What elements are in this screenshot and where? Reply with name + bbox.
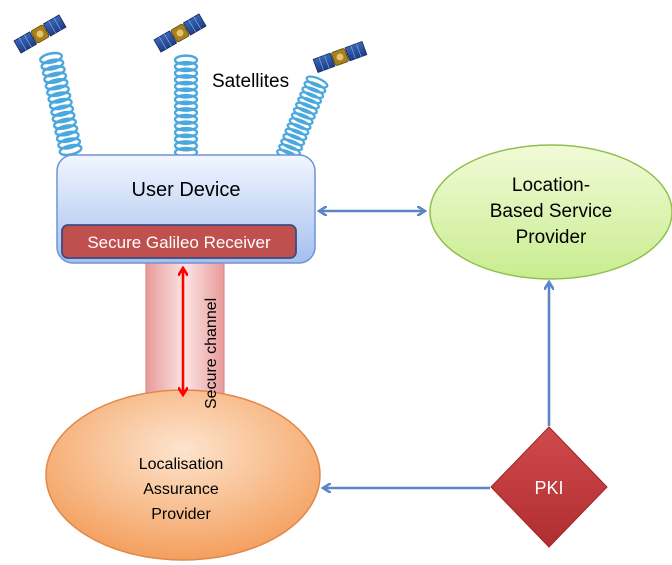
lap-line2: Assurance bbox=[143, 481, 219, 498]
lap-line3: Provider bbox=[151, 506, 211, 523]
lap-ellipse: Localisation Assurance Provider bbox=[45, 389, 321, 561]
lbs-provider-line1: Location- bbox=[512, 175, 590, 196]
user-device-box: User Device Secure Galileo Receiver bbox=[56, 154, 316, 264]
lap-line1: Localisation bbox=[139, 456, 224, 473]
lbs-provider-line2: Based Service bbox=[490, 201, 613, 222]
pki-label: PKI bbox=[534, 478, 563, 498]
pki-diamond: PKI bbox=[490, 426, 608, 548]
secure-channel-label: Secure channel bbox=[203, 298, 220, 409]
satellite-icon bbox=[312, 40, 368, 74]
lbs-provider-line3: Provider bbox=[516, 227, 587, 248]
satellite-icon bbox=[13, 14, 67, 54]
signal-coil-icon bbox=[173, 54, 199, 159]
lbs-provider-ellipse: Location- Based Service Provider bbox=[429, 144, 672, 280]
signal-coil-icon bbox=[38, 50, 84, 158]
satellite-icon bbox=[153, 13, 207, 53]
user-device-title: User Device bbox=[132, 179, 241, 201]
satellites-label: Satellites bbox=[212, 71, 289, 92]
secure-galileo-receiver bbox=[61, 224, 297, 259]
receiver-label: Secure Galileo Receiver bbox=[87, 233, 271, 252]
